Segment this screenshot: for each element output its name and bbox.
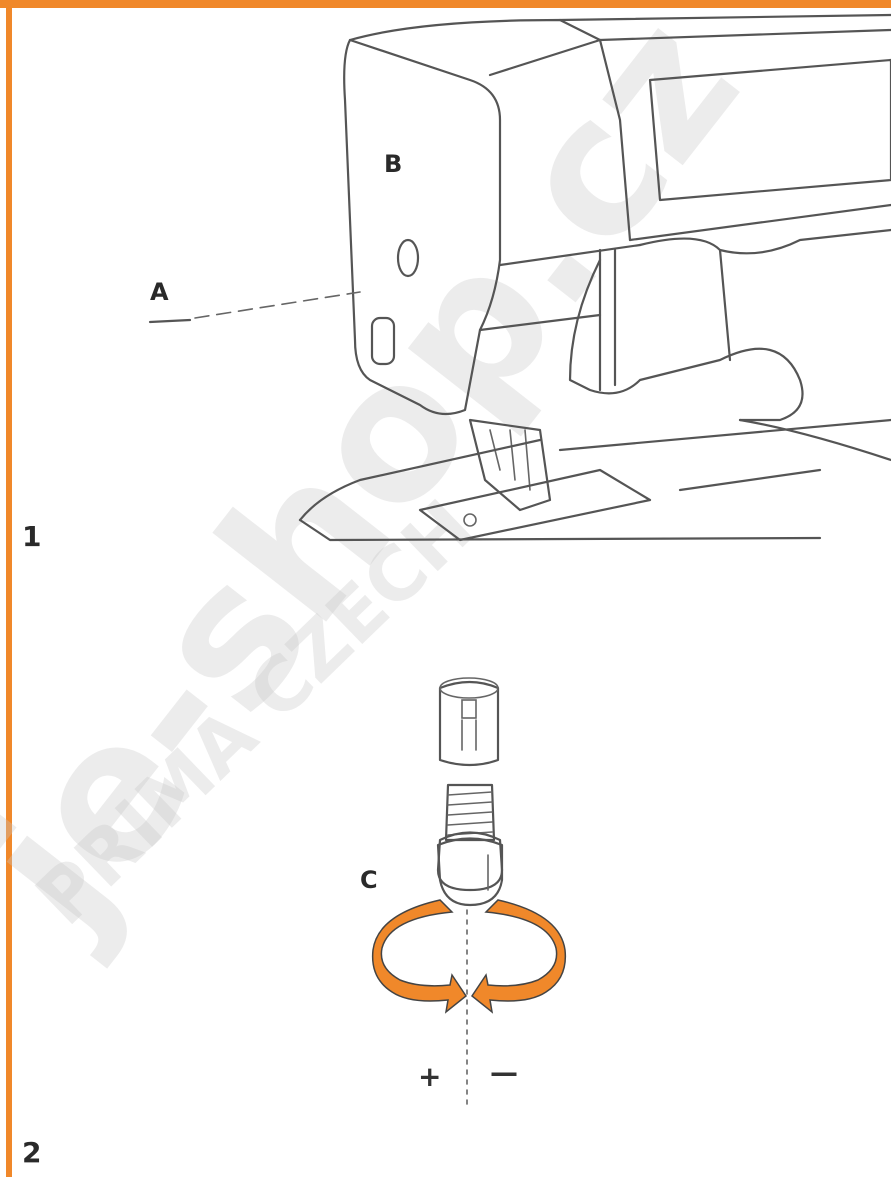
minus-sign: — xyxy=(490,1056,518,1089)
orange-frame-left xyxy=(6,0,12,1177)
figure-2-number: 2 xyxy=(22,1136,42,1169)
rotate-arrows-icon xyxy=(371,899,567,1014)
callout-b-face-plate: B xyxy=(384,150,403,178)
figure-1-number: 1 xyxy=(22,520,42,553)
plus-sign: + xyxy=(418,1060,442,1093)
orange-frame-top xyxy=(0,0,891,8)
callout-c-bulb: C xyxy=(360,866,378,894)
bulb-illustration xyxy=(436,677,504,1106)
sewing-machine-illustration xyxy=(148,13,891,542)
callout-a-screw: A xyxy=(150,278,169,306)
